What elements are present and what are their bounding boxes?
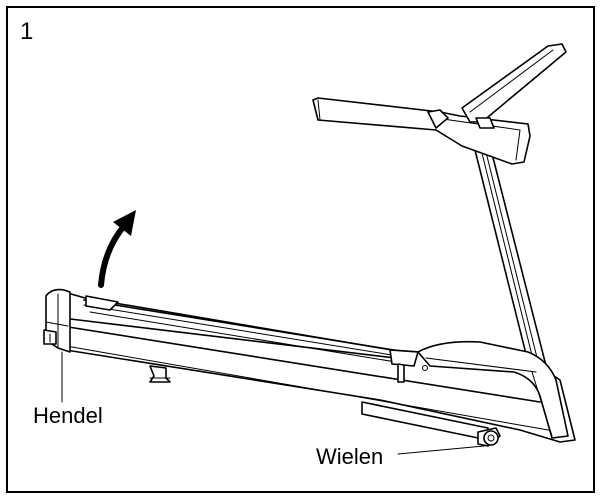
wheels-label: Wielen [316, 444, 384, 469]
wheels-leader-line [397, 445, 485, 455]
treadmill-deck [45, 288, 576, 443]
rear-wheels [477, 427, 501, 447]
step-number: 1 [20, 18, 34, 45]
console [312, 43, 567, 165]
handle-label: Hendel [33, 403, 103, 428]
front-handle [43, 329, 57, 345]
lift-direction-arrow [98, 210, 136, 288]
